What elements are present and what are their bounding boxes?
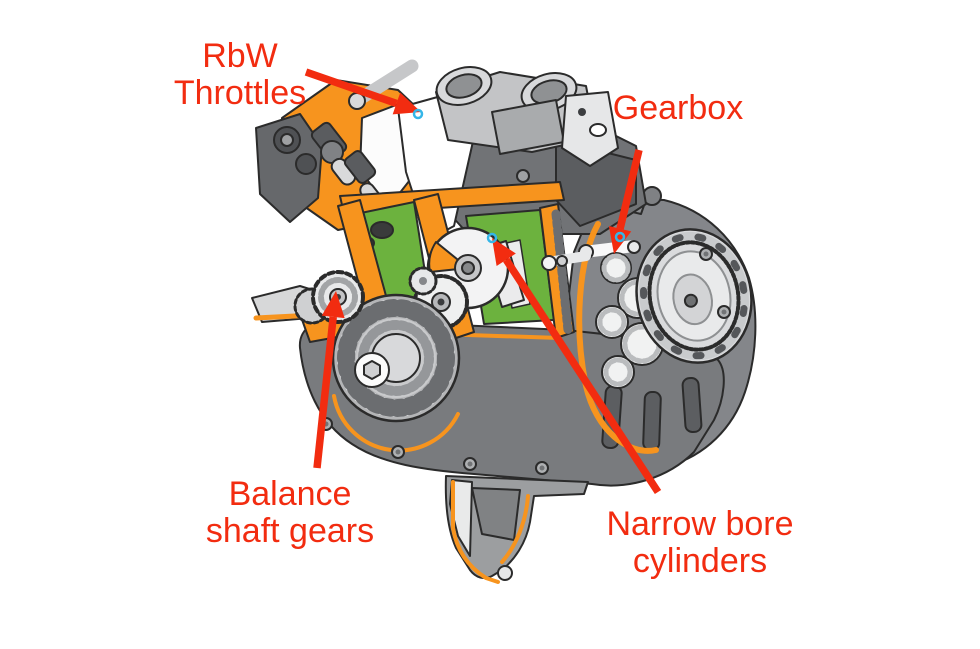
label-balance-shaft-gears: Balance shaft gears bbox=[190, 476, 390, 550]
label-narrow-bore-cylinders: Narrow bore cylinders bbox=[590, 506, 810, 580]
label-narrow-line1: Narrow bore bbox=[606, 505, 794, 543]
rotor-cover-cut bbox=[332, 394, 460, 453]
balance-shaft-gears bbox=[293, 270, 365, 325]
label-gearbox-line1: Gearbox bbox=[612, 89, 744, 127]
generator-rotor bbox=[331, 293, 461, 423]
label-rbw-throttles-line2: Throttles bbox=[173, 74, 307, 112]
label-rbw-throttles: RbW Throttles bbox=[150, 38, 330, 112]
label-rbw-throttles-line1: RbW bbox=[202, 37, 278, 75]
label-narrow-line2: cylinders bbox=[632, 542, 768, 580]
cam-drive-gears bbox=[408, 266, 469, 330]
label-balance-line1: Balance bbox=[228, 475, 352, 513]
label-gearbox: Gearbox bbox=[608, 90, 748, 127]
label-balance-line2: shaft gears bbox=[205, 512, 375, 550]
oil-sump bbox=[444, 475, 589, 584]
clutch-basket bbox=[635, 228, 753, 364]
